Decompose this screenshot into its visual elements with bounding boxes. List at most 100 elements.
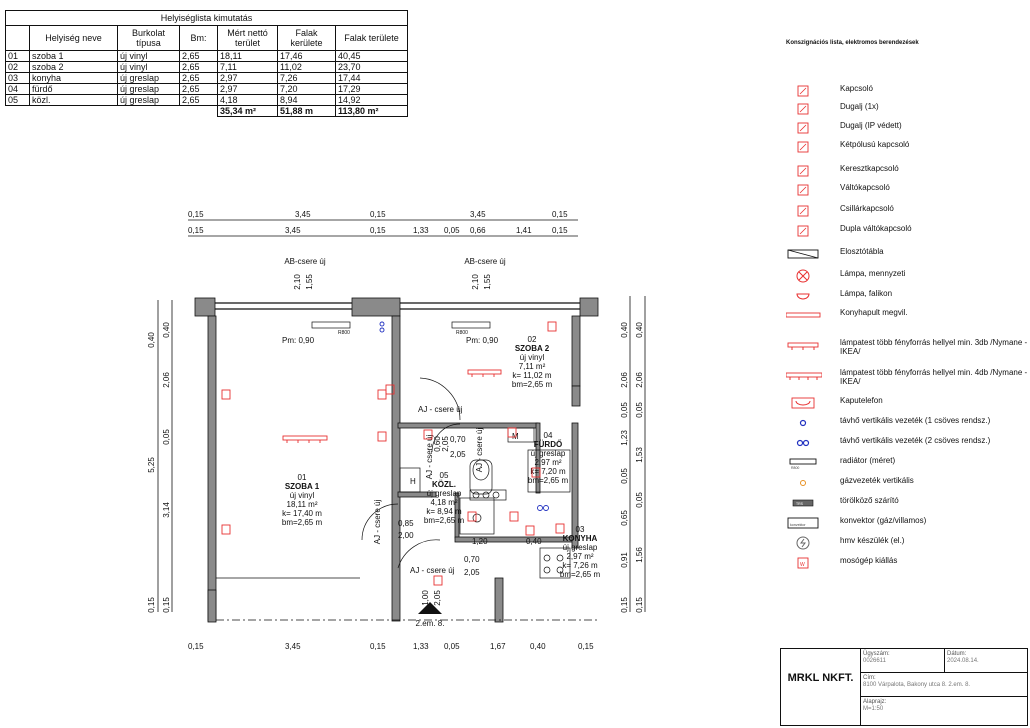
room-area: 18,11 m² bbox=[287, 500, 318, 509]
legend-item-label: Csillárkapcsoló bbox=[840, 204, 894, 213]
radiator-icon: R800 bbox=[789, 458, 817, 470]
legend-item-label: távhő vertikális vezeték (2 csöves rends… bbox=[840, 436, 991, 445]
dimension-label: 2,06 bbox=[162, 372, 171, 388]
room-perimeter: k= 11,02 m bbox=[512, 371, 552, 380]
dimension-label: 0,05 bbox=[635, 492, 644, 508]
legend-item: Dugalj (1x) bbox=[786, 102, 1026, 116]
radiator-label: R800 bbox=[338, 330, 350, 336]
room-height: bm=2,65 m bbox=[282, 518, 323, 527]
legend-item-label: Kapcsoló bbox=[840, 84, 873, 93]
dimension-label: 1,33 bbox=[413, 642, 429, 650]
dimension-label: 0,15 bbox=[162, 597, 171, 613]
room-floor: új vinyl bbox=[520, 353, 545, 362]
socket-icon bbox=[221, 389, 231, 400]
radiator-label: R800 bbox=[456, 330, 468, 336]
dimension-label: 3,45 bbox=[285, 642, 301, 650]
dimension-label: 0,05 bbox=[444, 226, 460, 235]
lampa-falikon-icon bbox=[796, 293, 810, 300]
lampatest-4db-icon bbox=[786, 372, 822, 380]
room-name: KÖZL. bbox=[432, 480, 456, 489]
gazvezetek-icon bbox=[800, 480, 806, 486]
legend-item-label: Elosztótábla bbox=[840, 247, 884, 256]
room-perimeter: k= 17,40 m bbox=[282, 509, 322, 518]
dimension-label: 5,25 bbox=[147, 457, 156, 473]
window-dimension: 1,55 bbox=[483, 274, 492, 290]
legend-item-label: radiátor (méret) bbox=[840, 456, 896, 465]
door-dimension: 0,85 bbox=[398, 519, 414, 528]
dimension-label: 0,15 bbox=[188, 210, 204, 219]
table-cell: új greslap bbox=[117, 94, 180, 106]
socket-icon bbox=[509, 511, 519, 522]
tavho-2-icon bbox=[796, 439, 810, 447]
door-dimension: 0,70 bbox=[450, 435, 466, 444]
door-dimension: 1,00 bbox=[421, 590, 430, 606]
dimension-label: 1,67 bbox=[490, 642, 506, 650]
ceiling-light-icon bbox=[467, 369, 502, 377]
dimension-label: 0,15 bbox=[188, 226, 204, 235]
socket-icon bbox=[433, 575, 443, 586]
tavho-1-icon bbox=[799, 419, 807, 427]
company-name: MRKL NKFT. bbox=[781, 649, 861, 725]
hmv-icon bbox=[796, 536, 810, 550]
dimension-label: 1,23 bbox=[620, 430, 629, 446]
legend-item: Kapcsoló bbox=[786, 84, 1026, 98]
dimension-label: 0,15 bbox=[370, 642, 386, 650]
room-area: 7,11 m² bbox=[519, 362, 546, 371]
room-name: KONYHA bbox=[563, 534, 598, 543]
legend-item: Konyhapult megvil. bbox=[786, 308, 1026, 322]
socket-icon bbox=[531, 467, 541, 478]
door-label: AJ - csere új bbox=[410, 566, 455, 575]
legend-item-label: Keresztkapcsoló bbox=[840, 164, 899, 173]
dimension-label: 1,33 bbox=[413, 226, 429, 235]
door-dimension: 0,40 bbox=[526, 537, 542, 546]
dimension-label: 0,15 bbox=[635, 597, 644, 613]
legend-item: Lámpa, falikon bbox=[786, 289, 1026, 303]
legend-item-label: Kétpólusú kapcsoló bbox=[840, 140, 910, 149]
legend-item-label: Lámpa, mennyzeti bbox=[840, 269, 906, 278]
dimension-label: 0,15 bbox=[147, 597, 156, 613]
legend-item-label: mosógép kiállás bbox=[840, 556, 898, 565]
ketpolusu-kapcsolo-icon bbox=[797, 141, 809, 153]
room-height: bm=2,65 m bbox=[528, 476, 569, 485]
ceiling-light-icon bbox=[282, 435, 328, 443]
entrance-arrow-icon bbox=[418, 602, 442, 614]
socket-icon bbox=[467, 511, 477, 522]
dimension-label: 0,15 bbox=[578, 642, 594, 650]
cim-label: Cím: bbox=[863, 675, 876, 681]
legend-item: Kaputelefon bbox=[786, 396, 1026, 410]
dimension-label: 0,15 bbox=[370, 210, 386, 219]
door-label: AJ - csere új bbox=[475, 428, 484, 473]
legend-item-label: gázvezeték vertikális bbox=[840, 476, 914, 485]
socket-icon bbox=[385, 384, 395, 395]
window-dimension: 1,55 bbox=[305, 274, 314, 290]
datum-value: 2024.08.14. bbox=[947, 658, 979, 664]
legend-item: Csillárkapcsoló bbox=[786, 204, 1026, 218]
room-floor: új greslap bbox=[563, 543, 598, 552]
room-height: bm=2,65 m bbox=[512, 380, 553, 389]
dimension-label: 0,05 bbox=[444, 642, 460, 650]
dimension-label: 0,66 bbox=[470, 226, 486, 235]
door-label: AJ - csere új bbox=[425, 435, 434, 480]
legend-item: távhő vertikális vezeték (1 csöves rends… bbox=[786, 416, 1026, 430]
dimension-label: 0,05 bbox=[620, 402, 629, 418]
dimension-label: 0,65 bbox=[620, 510, 629, 526]
konvektor-label: konvektor bbox=[790, 523, 806, 527]
dimension-label: 0,15 bbox=[552, 226, 568, 235]
kapcsolo-icon bbox=[797, 85, 809, 97]
dimension-label: 0,91 bbox=[620, 552, 629, 568]
window-dimension: 2,10 bbox=[471, 274, 480, 290]
room-height: bm=2,65 m bbox=[560, 570, 601, 579]
window-dimension: 2,10 bbox=[293, 274, 302, 290]
legend-title: Konszignációs lista, elektromos berendez… bbox=[786, 40, 919, 46]
dimension-label: 0,15 bbox=[620, 597, 629, 613]
dimension-label: 0,40 bbox=[530, 642, 546, 650]
dimension-label: 0,40 bbox=[162, 322, 171, 338]
door-dimension: 2,00 bbox=[398, 531, 414, 540]
kaputelefon-icon bbox=[791, 397, 815, 409]
